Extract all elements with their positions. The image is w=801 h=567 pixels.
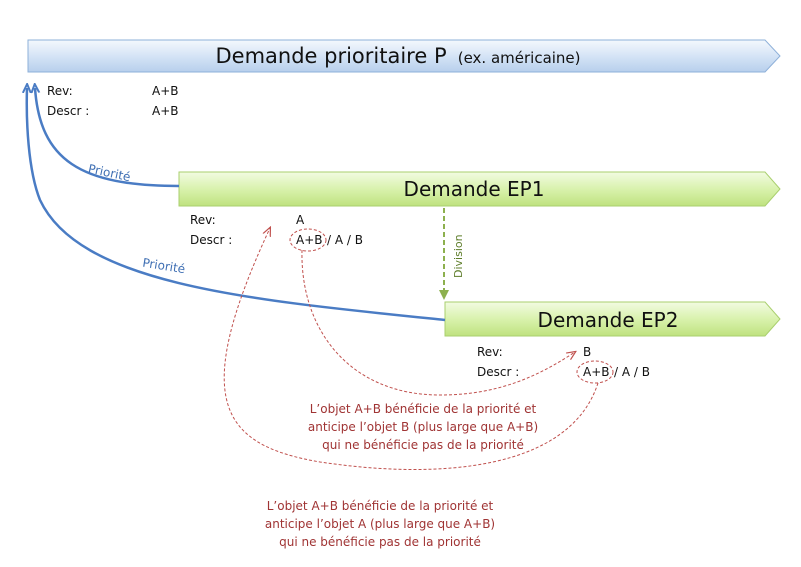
priority-arrow-ep1 [35, 88, 180, 188]
division-arrow-group: Division [439, 208, 465, 300]
priority-rev-label: Rev: [47, 84, 73, 98]
ep1-descr-rest: / A / B [327, 233, 363, 247]
ep2-details: Rev: B Descr : A+B / A / B [477, 345, 650, 384]
ep2-banner: Demande EP2 [444, 301, 781, 337]
ep1-descr-circled: A+B [296, 233, 323, 247]
division-arrow-label: Division [452, 234, 465, 278]
ep1-descr-label: Descr : [190, 233, 232, 247]
note-b-line-1: L’objet A+B bénéficie de la priorité et [310, 402, 537, 416]
ep1-rev-value: A [296, 213, 305, 227]
priority-descr-value: A+B [152, 104, 179, 118]
priority-banner-subtitle: (ex. américaine) [458, 49, 581, 67]
note-b-line-2: anticipe l’objet B (plus large que A+B) [308, 420, 538, 434]
ep2-banner-shape [444, 301, 781, 337]
priority-rev-value: A+B [152, 84, 179, 98]
ep2-rev-value: B [583, 345, 591, 359]
ep2-descr-circled: A+B [583, 365, 610, 379]
note-b: L’objet A+B bénéficie de la priorité et … [308, 402, 538, 452]
ep2-banner-title: Demande EP2 [538, 308, 679, 332]
priority-arrow-ep2-label: Priorité [141, 256, 186, 277]
ep2-descr-circle-mark [576, 360, 614, 384]
note-a-line-1: L’objet A+B bénéficie de la priorité et [267, 499, 494, 513]
ep1-banner-shape [178, 171, 781, 207]
ep1-rev-label: Rev: [190, 213, 216, 227]
ep1-banner-title: Demande EP1 [404, 177, 545, 201]
priority-banner-title: Demande prioritaire P [215, 44, 446, 68]
priority-descr-label: Descr : [47, 104, 89, 118]
note-a: L’objet A+B bénéficie de la priorité et … [265, 499, 495, 549]
ep1-descr-circle-mark [289, 228, 327, 252]
ep2-rev-label: Rev: [477, 345, 503, 359]
priority-application-banner: Demande prioritaire P (ex. américaine) [27, 39, 781, 73]
note-a-line-2: anticipe l’objet A (plus large que A+B) [265, 517, 495, 531]
priority-application-details: Rev: A+B Descr : A+B [47, 84, 179, 118]
annotation-arrow-ep2-to-ep1-a [223, 228, 599, 471]
annotation-arrows [223, 228, 599, 471]
ep1-details: Rev: A Descr : A+B / A / B [190, 213, 363, 252]
ep2-descr-rest: / A / B [614, 365, 650, 379]
ep1-banner: Demande EP1 [178, 171, 781, 207]
ep2-descr-label: Descr : [477, 365, 519, 379]
priority-arrow-ep2 [27, 88, 446, 322]
annotation-arrow-ep1-to-ep2-b [301, 249, 575, 396]
priority-banner-title-group: Demande prioritaire P (ex. américaine) [215, 44, 580, 68]
priority-arrow-ep1-label: Priorité [87, 162, 132, 185]
note-a-line-3: qui ne bénéficie pas de la priorité [279, 535, 481, 549]
note-b-line-3: qui ne bénéficie pas de la priorité [322, 438, 524, 452]
priority-banner-shape [27, 39, 781, 73]
